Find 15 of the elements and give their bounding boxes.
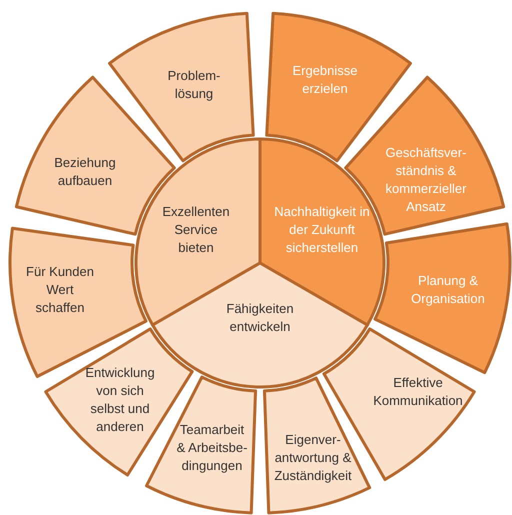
segment-label: Eigenver- antwortung & Zuständigkeit	[273, 431, 353, 485]
segment-label: Beziehung aufbauen	[53, 154, 117, 190]
segment-label: Teamarbeit & Arbeitsbe- dingungen	[176, 421, 248, 475]
segment-label: Planung & Organisation	[410, 272, 486, 308]
segment-label: Entwicklung von sich selbst und anderen	[84, 364, 156, 436]
segment-label: Geschäftsver- ständnis & kommerzieller Ansatz	[384, 144, 468, 216]
segment-label: Nachhaltigkeit in der Zukunft sicherstellen	[274, 203, 370, 257]
segment-label: Problem- lösung	[166, 67, 222, 103]
segment-label: Für Kunden Wert schaffen	[25, 263, 95, 317]
segment-label: Effektive Kommunikation	[372, 374, 464, 410]
ring-segment	[262, 376, 372, 514]
segment-label: Fähigkeiten entwickeln	[225, 300, 295, 336]
segment-label: Ergebnisse erzielen	[291, 62, 359, 98]
segment-label: Exzellenten Service bieten	[161, 203, 231, 257]
ring-segment	[374, 222, 512, 374]
